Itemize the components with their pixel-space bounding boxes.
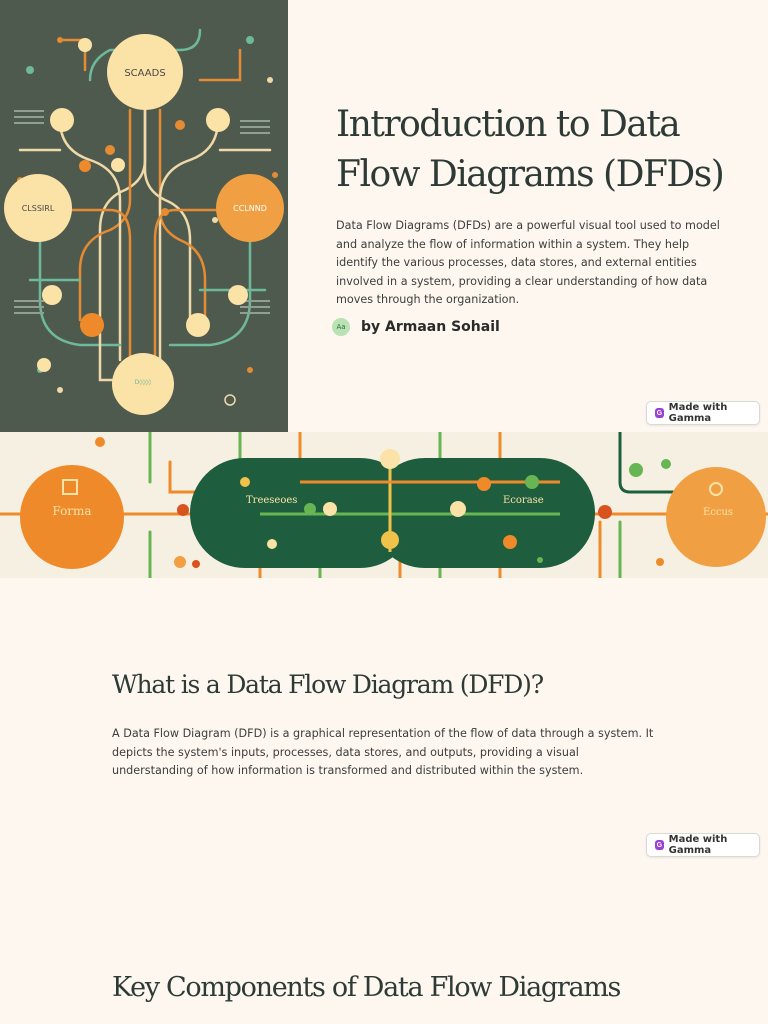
hero-illustration: SCAADS CLSSIRL CCLNND D◊◊◊◊ — [0, 0, 288, 432]
badge-label: Made with Gamma — [668, 402, 728, 424]
author-name: by Armaan Sohail — [361, 319, 500, 335]
banner-label-left: Forma — [52, 504, 91, 518]
page-title: Introduction to Data Flow Diagrams (DFDs… — [336, 104, 725, 195]
hero-label-right: CCLNND — [233, 204, 267, 213]
author-byline: Aa by Armaan Sohail — [332, 318, 500, 336]
gamma-logo-icon: G — [655, 408, 664, 418]
section-description-what-is-dfd: A Data Flow Diagram (DFD) is a graphical… — [112, 727, 654, 778]
banner-label-mid-left: Treeseoes — [246, 495, 297, 506]
hero-label-bottom: D◊◊◊◊ — [135, 379, 152, 386]
made-with-gamma-button[interactable]: G Made with Gamma — [646, 401, 760, 425]
slide-1: SCAADS CLSSIRL CCLNND D◊◊◊◊ Introduction… — [0, 0, 768, 432]
intro-description: Data Flow Diagrams (DFDs) are a powerful… — [336, 219, 720, 307]
gamma-logo-icon: G — [655, 840, 664, 850]
banner-illustration: Treeseoes Ecorase Forma — [0, 432, 768, 578]
badge-label: Made with Gamma — [668, 834, 728, 856]
hero-label-left: CLSSIRL — [22, 204, 55, 213]
hero-label-top: SCAADS — [124, 68, 165, 79]
avatar: Aa — [332, 318, 350, 336]
section-heading-key-components: Key Components of Data Flow Diagrams — [112, 972, 621, 1003]
banner-label-mid-right: Ecorase — [503, 495, 544, 506]
banner-label-right: Eccus — [703, 507, 733, 518]
section-heading-what-is-dfd: What is a Data Flow Diagram (DFD)? — [112, 670, 544, 699]
made-with-gamma-button[interactable]: G Made with Gamma — [646, 833, 760, 857]
